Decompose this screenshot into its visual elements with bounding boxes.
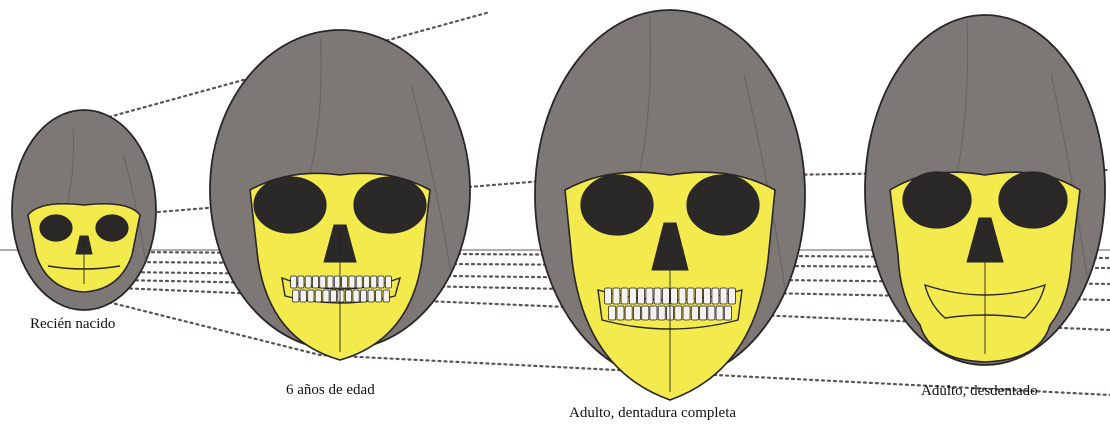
lower-tooth xyxy=(300,290,306,302)
upper-tooth xyxy=(291,276,297,288)
lower-tooth xyxy=(724,306,731,320)
left-orbit xyxy=(254,177,326,233)
lower-tooth xyxy=(308,290,314,302)
upper-tooth xyxy=(342,276,348,288)
upper-tooth xyxy=(662,288,669,304)
lower-tooth xyxy=(293,290,299,302)
upper-tooth xyxy=(349,276,355,288)
upper-tooth xyxy=(385,276,391,288)
upper-tooth xyxy=(728,288,735,304)
lower-tooth xyxy=(609,306,616,320)
caption-six-years: 6 años de edad xyxy=(286,381,375,399)
right-orbit xyxy=(96,215,128,241)
upper-tooth xyxy=(613,288,620,304)
upper-tooth xyxy=(629,288,636,304)
upper-tooth xyxy=(621,288,628,304)
lower-tooth xyxy=(642,306,649,320)
left-orbit xyxy=(40,215,72,241)
child-skull-icon xyxy=(210,30,470,360)
upper-tooth xyxy=(720,288,727,304)
upper-tooth xyxy=(704,288,711,304)
lower-tooth xyxy=(633,306,640,320)
upper-tooth xyxy=(695,288,702,304)
caption-adult-toothless: Adulto, desdentado xyxy=(921,382,1038,400)
lower-tooth xyxy=(383,290,389,302)
lower-tooth xyxy=(315,290,321,302)
lower-tooth xyxy=(675,306,682,320)
upper-tooth xyxy=(712,288,719,304)
upper-tooth xyxy=(605,288,612,304)
lower-tooth xyxy=(353,290,359,302)
right-orbit xyxy=(687,175,759,235)
upper-tooth xyxy=(327,276,333,288)
caption-newborn: Recién nacido xyxy=(30,315,115,333)
lower-tooth xyxy=(338,290,344,302)
upper-tooth xyxy=(371,276,377,288)
lower-tooth xyxy=(330,290,336,302)
lower-tooth xyxy=(683,306,690,320)
lower-tooth xyxy=(708,306,715,320)
right-orbit xyxy=(999,172,1067,228)
lower-tooth xyxy=(617,306,624,320)
upper-tooth xyxy=(671,288,678,304)
newborn-skull-icon xyxy=(12,110,156,310)
upper-tooth xyxy=(313,276,319,288)
lower-tooth xyxy=(376,290,382,302)
upper-tooth xyxy=(364,276,370,288)
upper-tooth xyxy=(679,288,686,304)
caption-adult-full-dentition: Adulto, dentadura completa xyxy=(569,404,736,422)
left-orbit xyxy=(581,175,653,235)
upper-tooth xyxy=(305,276,311,288)
adult-skull-icon xyxy=(535,10,805,400)
lower-tooth xyxy=(716,306,723,320)
lower-tooth xyxy=(368,290,374,302)
lower-tooth xyxy=(345,290,351,302)
lower-tooth xyxy=(650,306,657,320)
edentulous-skull-icon xyxy=(865,15,1105,365)
upper-tooth xyxy=(378,276,384,288)
upper-tooth xyxy=(687,288,694,304)
upper-tooth xyxy=(646,288,653,304)
right-orbit xyxy=(354,177,426,233)
lower-tooth xyxy=(691,306,698,320)
lower-tooth xyxy=(658,306,665,320)
upper-tooth xyxy=(638,288,645,304)
upper-tooth xyxy=(298,276,304,288)
lower-tooth xyxy=(625,306,632,320)
upper-tooth xyxy=(320,276,326,288)
upper-tooth xyxy=(356,276,362,288)
lower-tooth xyxy=(360,290,366,302)
left-orbit xyxy=(903,172,971,228)
upper-tooth xyxy=(334,276,340,288)
upper-tooth xyxy=(654,288,661,304)
lower-tooth xyxy=(700,306,707,320)
lower-tooth xyxy=(323,290,329,302)
